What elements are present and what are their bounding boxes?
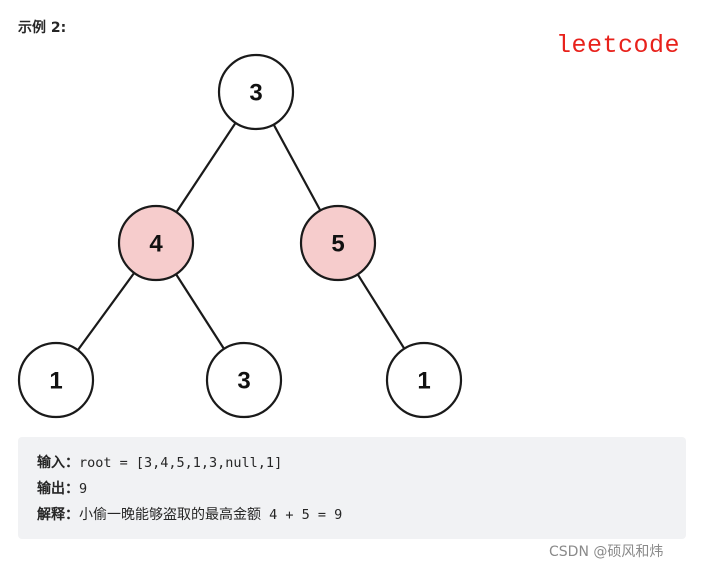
csdn-watermark: CSDN @硕风和炜 <box>549 544 664 560</box>
tree-node-circle <box>217 53 295 131</box>
tree-edge-n1-n4 <box>175 273 225 350</box>
tree-node-circle <box>385 341 463 419</box>
tree-node-value: 1 <box>49 368 62 395</box>
tree-node-n0: 3 <box>217 53 295 131</box>
tree-edge-n1-n3 <box>76 272 136 351</box>
tree-node-circle <box>117 204 195 282</box>
explanation-line: 解释：小偷一晚能够盗取的最高金额 4 + 5 = 9 <box>37 502 686 528</box>
output-line: 输出：9 <box>37 476 686 502</box>
tree-edges <box>76 122 406 351</box>
tree-nodes: 3 4 5 1 3 1 <box>17 53 463 419</box>
tree-node-value: 3 <box>237 368 250 395</box>
example-heading: 示例 2: <box>18 20 67 36</box>
output-value: 9 <box>79 481 88 497</box>
explanation-formula: 4 + 5 = 9 <box>261 507 343 523</box>
input-value: root = [3,4,5,1,3,null,1] <box>79 455 283 471</box>
tree-node-n5: 1 <box>385 341 463 419</box>
explanation-label: 解释： <box>37 507 79 523</box>
tree-node-n2: 5 <box>299 204 377 282</box>
input-label: 输入： <box>37 455 79 471</box>
input-line: 输入：root = [3,4,5,1,3,null,1] <box>37 450 686 476</box>
tree-node-value: 5 <box>331 231 344 258</box>
tree-node-circle <box>299 204 377 282</box>
tree-node-circle <box>17 341 95 419</box>
tree-edge-n0-n1 <box>175 122 237 213</box>
tree-node-circle <box>205 341 283 419</box>
tree-edge-n2-n5 <box>356 273 406 350</box>
tree-node-value: 3 <box>249 80 262 107</box>
binary-tree-diagram: 3 4 5 1 3 1 <box>17 53 463 419</box>
tree-node-n3: 1 <box>17 341 95 419</box>
tree-node-n1: 4 <box>117 204 195 282</box>
tree-node-value: 1 <box>417 368 430 395</box>
tree-edge-n0-n2 <box>272 123 322 212</box>
leetcode-logo-text: leetcode <box>556 31 681 60</box>
tree-node-value: 4 <box>149 231 163 258</box>
tree-node-n4: 3 <box>205 341 283 419</box>
explanation-text: 小偷一晚能够盗取的最高金额 <box>79 507 261 523</box>
output-label: 输出： <box>37 481 79 497</box>
example-io-box: 输入：root = [3,4,5,1,3,null,1] 输出：9 解释：小偷一… <box>18 437 686 539</box>
